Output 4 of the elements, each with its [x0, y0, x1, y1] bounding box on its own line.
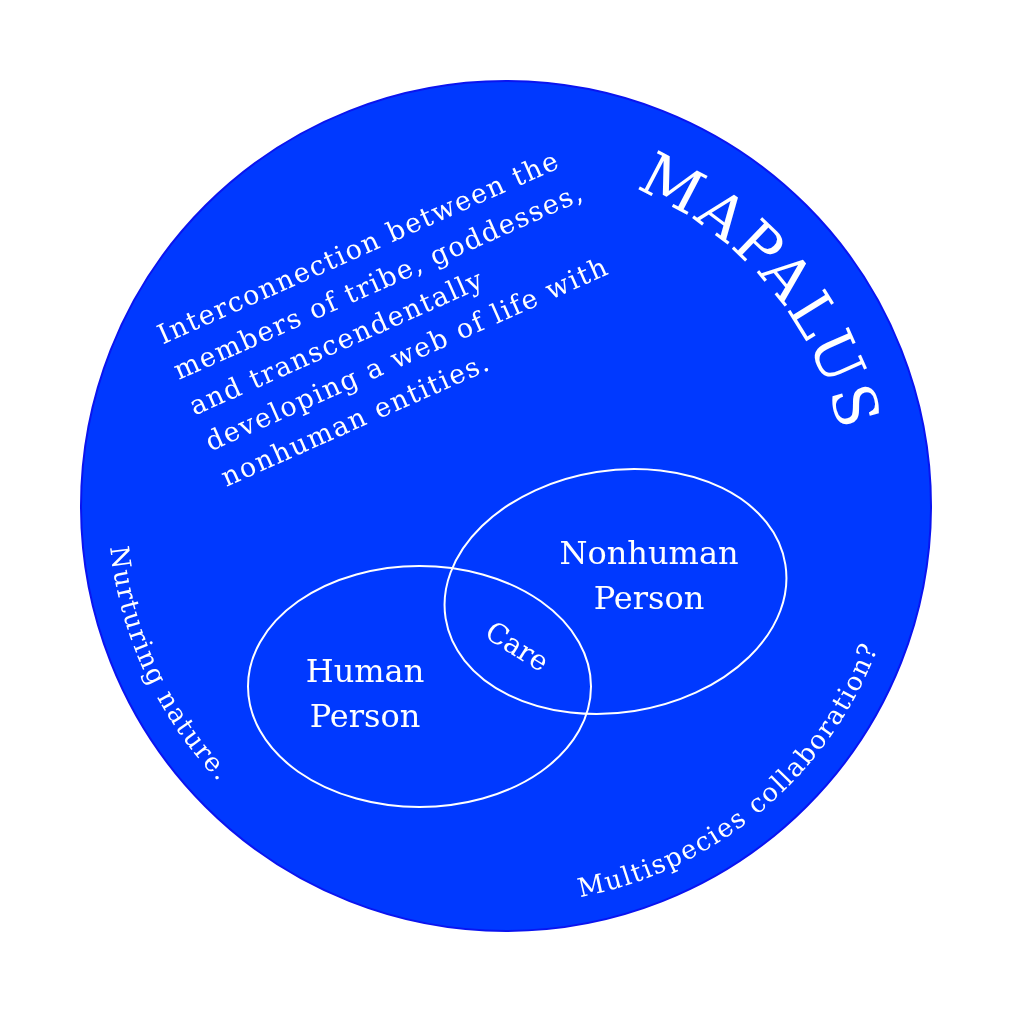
overlap-label: Care: [479, 614, 555, 680]
ellipse-label: Nonhuman Person: [558, 533, 740, 619]
ellipse-label: Human Person: [304, 651, 426, 737]
outer-circle: [80, 80, 932, 932]
